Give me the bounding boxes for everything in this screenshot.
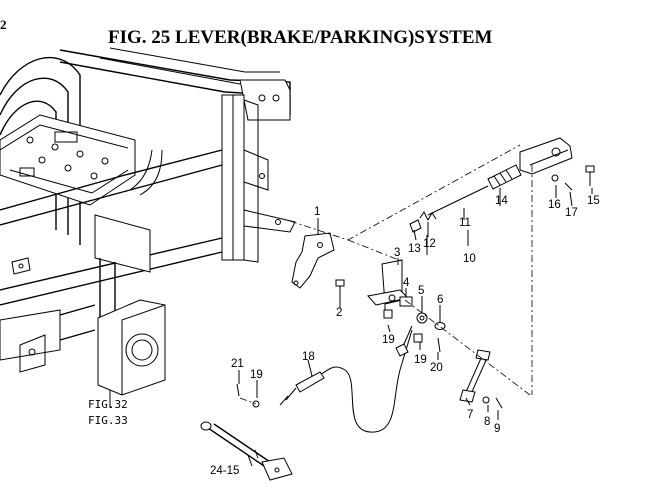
callout-14[interactable]: 14 [495,195,508,207]
callout-20[interactable]: 20 [430,362,443,374]
transmission-housing [97,299,166,408]
part-17-nut [564,182,573,191]
callout-9[interactable]: 9 [494,423,500,435]
part-4-spacer [399,296,413,307]
chassis-frame [0,47,296,373]
leader-lines [238,185,593,467]
callout-8[interactable]: 8 [484,416,490,428]
callout-3[interactable]: 3 [394,247,400,259]
part-19-nut-c [252,400,260,408]
part-11-rod [427,185,489,216]
callout-19-a[interactable]: 19 [382,334,395,346]
corner-mark: 2 [0,17,7,32]
part-9-cotter-pin [495,397,503,409]
callouts: 1 2 3 4 5 6 7 8 9 10 11 12 13 14 15 16 1… [210,195,600,477]
part-19-nut-a [383,309,393,319]
part-5-washer [416,312,428,324]
figure-ref-32[interactable]: FIG.32 [88,398,128,411]
callout-4[interactable]: 4 [403,277,410,289]
part-3-lever-bracket [367,259,410,318]
part-6-pin [434,322,446,330]
callout-5[interactable]: 5 [418,285,424,297]
callout-16[interactable]: 16 [548,199,561,211]
phantom-lines [239,144,533,405]
callout-19-c[interactable]: 19 [250,369,263,381]
part-20-pin [437,337,441,353]
part-21-pin [236,383,240,397]
callout-24-15[interactable]: 24-15 [210,465,239,477]
part-19-nut-b [413,333,423,343]
part-24-15-shaft [200,421,293,481]
callout-10[interactable]: 10 [463,253,476,265]
plate-holes [19,131,109,180]
part-7-rod [459,349,491,403]
callout-1[interactable]: 1 [314,206,320,218]
callout-12[interactable]: 12 [423,238,436,250]
part-2-bolt [335,279,345,308]
part-12-spring [419,211,437,222]
part-15-screw [585,165,595,186]
callout-11[interactable]: 11 [459,217,471,229]
callout-18[interactable]: 18 [302,351,315,363]
part-13-knob [409,219,422,233]
figure-title: FIG. 25 LEVER(BRAKE/PARKING)SYSTEM [108,27,493,48]
part-1-bracket [291,221,335,289]
callout-17[interactable]: 17 [565,207,578,219]
callout-15[interactable]: 15 [587,195,600,207]
callout-7[interactable]: 7 [467,409,473,421]
callout-21[interactable]: 21 [231,358,244,370]
part-16-washer [551,174,559,182]
part-18-cable [279,325,413,433]
figure-ref-33[interactable]: FIG.33 [88,414,128,427]
part-8-washer [482,396,490,404]
lever-arm [519,137,573,175]
callout-2[interactable]: 2 [336,307,342,319]
callout-13[interactable]: 13 [408,243,421,255]
callout-19-b[interactable]: 19 [414,354,427,366]
callout-6[interactable]: 6 [437,294,443,306]
part-14-grip [487,164,522,190]
